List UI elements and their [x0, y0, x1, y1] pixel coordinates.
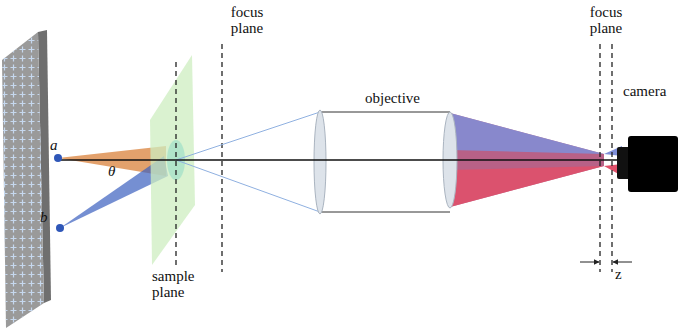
- sample-plane-line: [175, 62, 176, 268]
- image-cone-red: [450, 166, 604, 207]
- dimension-arrow: [613, 262, 632, 263]
- part-label: camera: [623, 83, 675, 99]
- dimension-label: z: [615, 266, 629, 282]
- led-board: [2, 32, 44, 328]
- optical-axis: [58, 159, 620, 160]
- lens: [314, 110, 326, 214]
- focus-plane-line: [221, 44, 222, 272]
- plane-label: focus plane: [580, 4, 632, 36]
- plane-label: sample plane: [152, 268, 214, 300]
- led-grid: [2, 32, 44, 328]
- plane-label: focus plane: [221, 4, 273, 36]
- angle-label: θ: [108, 163, 122, 179]
- led-point: [56, 224, 64, 232]
- focus-plane-line: [611, 44, 612, 272]
- tube-edge: [320, 212, 450, 213]
- image-cone-blue: [450, 113, 604, 154]
- point-label: a: [50, 137, 64, 153]
- dimension-arrow: [580, 262, 599, 263]
- led-point: [54, 154, 62, 162]
- camera-body: [628, 136, 678, 192]
- tube-edge: [320, 112, 450, 113]
- focus-plane-line: [599, 44, 600, 272]
- part-label: objective: [345, 90, 440, 106]
- point-label: b: [40, 209, 54, 225]
- collection-ray: [176, 112, 320, 160]
- collection-ray: [176, 160, 320, 212]
